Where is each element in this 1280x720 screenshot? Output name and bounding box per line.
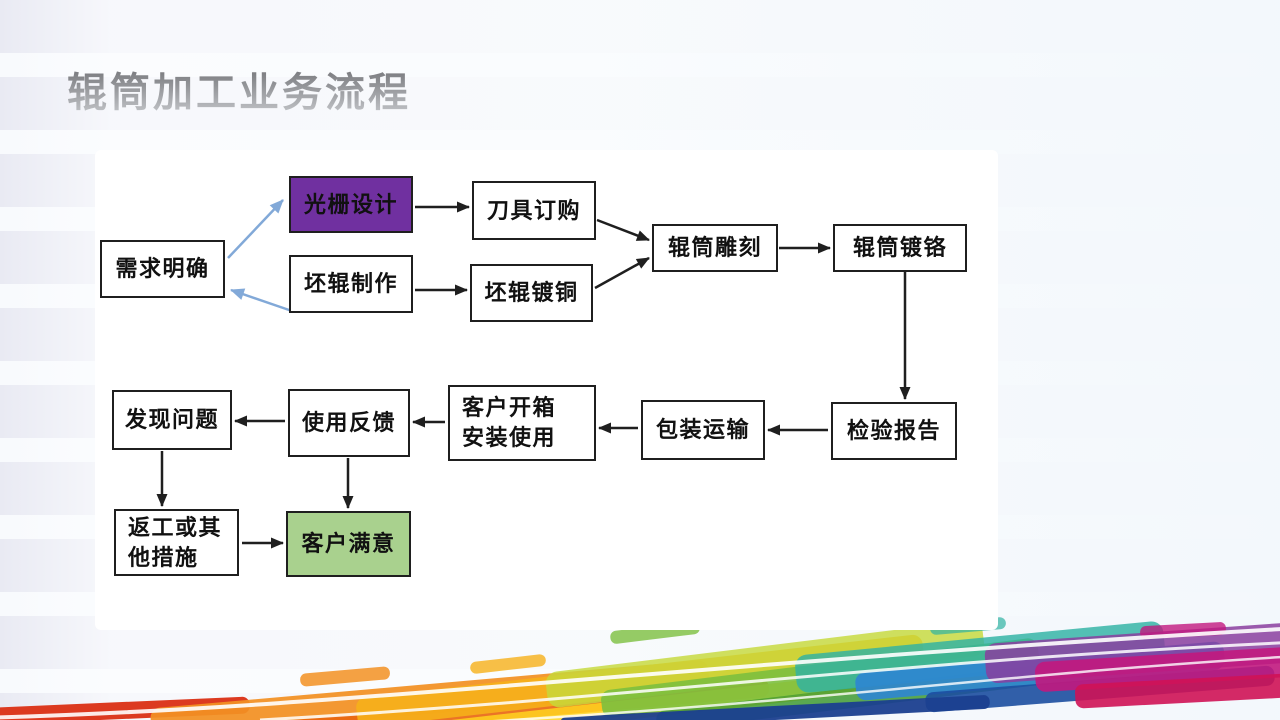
flow-node-label: 客户开箱 安装使用 <box>462 395 557 450</box>
flow-node-label: 使用反馈 <box>301 410 396 436</box>
flow-node-packing: 包装运输 <box>641 400 765 460</box>
flowchart-stage: 需求明确 光栅设计坯辊制作 刀具订购坯辊镀铜 辊筒雕刻 辊筒镀铬检验报告 包装运输 客户开箱… <box>95 150 998 630</box>
flow-node-label: 辊筒雕刻 <box>667 235 762 261</box>
flow-node-grating_design: 光栅设计 <box>289 176 413 233</box>
flow-node-unboxing: 客户开箱 安装使用 <box>448 385 596 461</box>
flow-node-blank_roller: 坯辊制作 <box>289 255 413 313</box>
flow-node-label: 检验报告 <box>846 418 941 444</box>
wave-shape-gold-small <box>470 654 546 674</box>
flow-edge-blank_roller-requirement <box>230 288 293 313</box>
flow-edge-copper_plating-engraving <box>594 256 650 290</box>
flow-node-label: 发现问题 <box>124 407 219 433</box>
flow-edges <box>156 199 911 549</box>
flow-node-satisfied: 客户满意 <box>286 511 411 577</box>
flow-node-rework: 返工或其 他措施 <box>114 509 239 576</box>
flow-node-problem: 发现问题 <box>112 390 232 450</box>
flow-node-label: 辊筒镀铬 <box>852 235 947 261</box>
wave-shape-magenta <box>1034 642 1280 692</box>
wave-streak-1 <box>0 627 1280 720</box>
flow-node-copper_plating: 坯辊镀铜 <box>470 264 593 322</box>
flow-node-label: 刀具订购 <box>486 197 581 223</box>
flow-node-chrome_plating: 辊筒镀铬 <box>833 224 967 272</box>
wave-shape-orange-small <box>300 666 390 687</box>
flow-node-label: 返工或其 他措施 <box>128 514 223 570</box>
flow-node-label: 光栅设计 <box>303 191 398 217</box>
wave-shape-red <box>0 696 250 720</box>
bottom-wave-decoration <box>0 617 1280 720</box>
wave-streak-2 <box>259 641 1280 720</box>
wave-shape-crimson <box>1075 667 1280 709</box>
flow-node-label: 坯辊镀铜 <box>484 280 579 306</box>
flow-node-tool_order: 刀具订购 <box>472 181 596 240</box>
flow-node-requirement: 需求明确 <box>100 240 225 298</box>
flow-node-label: 需求明确 <box>115 256 210 282</box>
flow-node-label: 客户满意 <box>301 531 396 557</box>
flow-node-label: 坯辊制作 <box>303 271 398 297</box>
flow-node-inspection: 检验报告 <box>831 402 957 460</box>
flow-node-engraving: 辊筒雕刻 <box>652 224 778 272</box>
wave-streak-3 <box>492 655 1280 720</box>
flow-node-label: 包装运输 <box>655 417 750 443</box>
flow-edge-tool_order-engraving <box>596 218 650 242</box>
slide-title: 辊筒加工业务流程 <box>67 60 411 118</box>
flow-edge-requirement-grating_design <box>227 199 284 259</box>
flowchart-panel: 需求明确 光栅设计坯辊制作 刀具订购坯辊镀铜 辊筒雕刻 辊筒镀铬检验报告 包装运输 客户开箱… <box>95 150 998 630</box>
flow-node-feedback: 使用反馈 <box>288 389 410 457</box>
wave-shape-deep-blue <box>560 695 990 720</box>
flowchart-arrows <box>156 199 911 549</box>
